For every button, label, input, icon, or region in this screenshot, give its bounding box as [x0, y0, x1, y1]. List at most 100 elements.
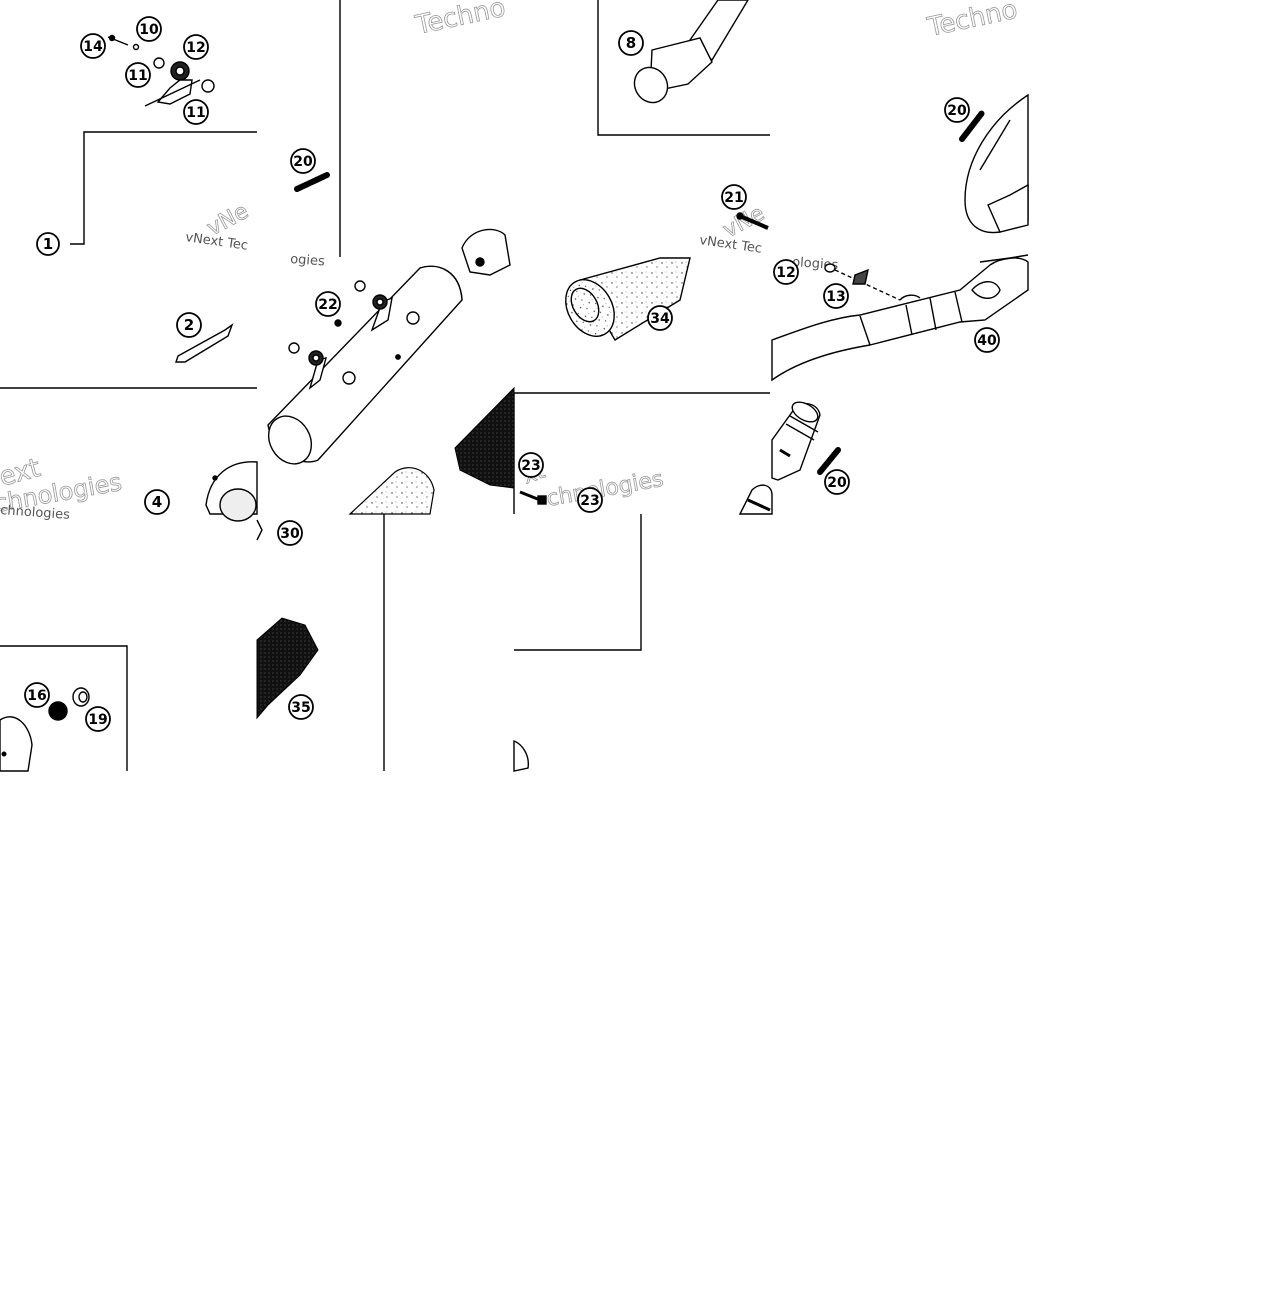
callout-number: 35 — [291, 700, 310, 716]
part-packing-34 — [565, 257, 691, 341]
callout-c30: 30 — [277, 520, 303, 546]
callout-number: 20 — [947, 103, 967, 119]
callout-c12b: 12 — [773, 259, 799, 285]
callout-circle — [518, 452, 544, 478]
callout-number: 20 — [293, 154, 313, 170]
callout-circle — [136, 16, 162, 42]
watermark-text: vNext Tec — [184, 230, 248, 254]
callout-circle — [647, 305, 673, 331]
callout-number: 23 — [580, 493, 599, 509]
callout-number: 30 — [280, 526, 300, 542]
part-header-pipe-top — [964, 93, 1029, 234]
part-end-cap-lower — [0, 687, 90, 772]
callout-circle — [85, 706, 111, 732]
callout-c10: 10 — [136, 16, 162, 42]
callout-c19: 19 — [85, 706, 111, 732]
callout-circle — [944, 97, 970, 123]
watermark-text: Techno — [412, 0, 508, 41]
part-muffler-body — [267, 265, 463, 465]
callout-c21: 21 — [721, 184, 747, 210]
callout-circle — [80, 33, 106, 59]
callout-circle — [277, 520, 303, 546]
callout-c4: 4 — [144, 489, 170, 515]
callout-c34: 34 — [647, 305, 673, 331]
callout-circle — [315, 291, 341, 317]
part-fastener-23 — [519, 490, 547, 505]
callout-number: 10 — [139, 22, 159, 38]
callout-c16: 16 — [24, 682, 50, 708]
callout-number: 21 — [724, 190, 743, 206]
callout-c35: 35 — [288, 694, 314, 720]
callout-circle — [176, 312, 202, 338]
callout-circle — [36, 232, 60, 256]
callout-number: 8 — [626, 34, 636, 52]
part-bracket-12-13 — [824, 263, 901, 301]
part-mount-bracket-top — [107, 34, 215, 107]
callout-circle — [290, 148, 316, 174]
callout-circle — [144, 489, 170, 515]
callout-c11b: 11 — [183, 99, 209, 125]
callout-number: 23 — [521, 458, 540, 474]
callout-circle — [125, 62, 151, 88]
watermark-text: ogies — [290, 252, 326, 269]
callout-c23b: 23 — [577, 487, 603, 513]
callout-c20a: 20 — [290, 148, 316, 174]
callout-number: 11 — [128, 68, 147, 84]
part-spring-20b — [959, 110, 985, 142]
callout-circle — [24, 682, 50, 708]
part-spring-20c — [817, 447, 841, 475]
callout-c2: 2 — [176, 312, 202, 338]
callout-number: 13 — [826, 289, 845, 305]
callout-number: 14 — [83, 39, 103, 55]
callout-circle — [721, 184, 747, 210]
callout-number: 40 — [977, 333, 997, 349]
callout-circle — [288, 694, 314, 720]
callout-circle — [183, 99, 209, 125]
callout-c11a: 11 — [125, 62, 151, 88]
part-bolt-21 — [736, 212, 769, 230]
part-tailpipe-end-8 — [633, 0, 749, 104]
callout-number: 1 — [43, 235, 53, 253]
callout-c1: 1 — [36, 232, 60, 256]
callout-number: 12 — [776, 265, 795, 281]
callout-circle — [618, 30, 644, 56]
callout-number: 12 — [186, 40, 205, 56]
watermark-text: Techno — [924, 0, 1020, 43]
watermark-text: vNext Tec — [698, 233, 762, 257]
watermark-text: chnologies — [545, 467, 666, 512]
callout-c23a: 23 — [518, 452, 544, 478]
callout-circle — [824, 469, 850, 495]
callout-c12a: 12 — [183, 34, 209, 60]
callout-circle — [773, 259, 799, 285]
part-spring-20a — [294, 172, 330, 192]
callout-circle — [577, 487, 603, 513]
callout-c22: 22 — [315, 291, 341, 317]
part-heat-shield-2 — [175, 323, 234, 363]
callout-number: 16 — [27, 688, 46, 704]
callout-c8: 8 — [618, 30, 644, 56]
callout-layer: 1410121111120820212223412134023232043035… — [24, 16, 1000, 732]
callout-number: 20 — [827, 475, 847, 491]
part-clamp-upper-right — [461, 228, 511, 276]
callout-number: 2 — [184, 316, 194, 334]
callout-circle — [823, 283, 849, 309]
part-header-pipe-40 — [771, 254, 1029, 382]
part-pipe-fragment-lower — [513, 739, 529, 772]
callout-c40: 40 — [974, 327, 1000, 353]
part-speckled-packing-top — [348, 467, 435, 515]
callout-number: 19 — [88, 712, 107, 728]
part-packing-35 — [256, 617, 319, 720]
part-dark-packing-1 — [454, 386, 515, 489]
callout-c13: 13 — [823, 283, 849, 309]
callout-number: 34 — [650, 311, 670, 327]
watermark-text: chnologies — [0, 503, 71, 523]
part-end-cap-4 — [205, 461, 263, 541]
callout-number: 4 — [152, 493, 162, 511]
callout-c20c: 20 — [824, 469, 850, 495]
callout-c20b: 20 — [944, 97, 970, 123]
callout-circle — [974, 327, 1000, 353]
callout-number: 11 — [186, 105, 205, 121]
callout-number: 22 — [318, 297, 337, 313]
